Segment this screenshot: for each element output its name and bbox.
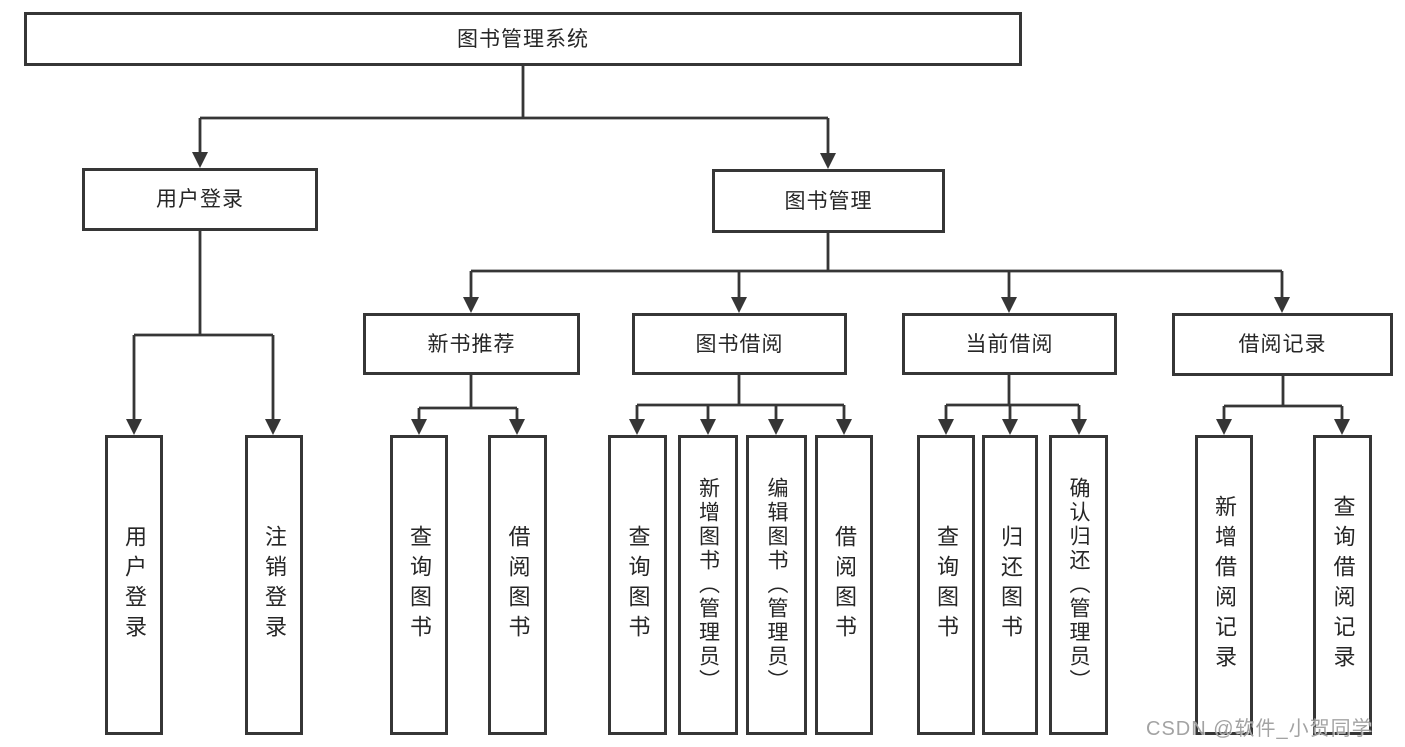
- node-book-management: 图书管理: [712, 169, 945, 233]
- leaf-user-login-label: 用户登录: [122, 525, 147, 645]
- node-new-book-recommend: 新书推荐: [363, 313, 580, 375]
- leaf-borrow-book-2-label: 借阅图书: [832, 525, 857, 645]
- leaf-add-book-admin-label: 新增图书（管理员）: [696, 477, 720, 693]
- leaf-query-book-3-label: 查询图书: [934, 525, 959, 645]
- leaf-query-book-2: 查询图书: [608, 435, 667, 735]
- leaf-user-login: 用户登录: [105, 435, 163, 735]
- root-node-label: 图书管理系统: [457, 27, 589, 51]
- node-new-book-recommend-label: 新书推荐: [427, 332, 516, 356]
- node-book-management-label: 图书管理: [784, 189, 873, 213]
- leaf-borrow-book-1: 借阅图书: [488, 435, 547, 735]
- leaf-edit-book-admin: 编辑图书（管理员）: [746, 435, 807, 735]
- connector-path: [132, 66, 1344, 420]
- leaf-query-book-2-label: 查询图书: [625, 525, 651, 645]
- leaf-query-borrow-record: 查询借阅记录: [1313, 435, 1372, 735]
- leaf-add-borrow-record: 新增借阅记录: [1195, 435, 1253, 735]
- node-current-borrow: 当前借阅: [902, 313, 1117, 375]
- node-user-login-label: 用户登录: [156, 188, 244, 211]
- leaf-logout-label: 注销登录: [262, 525, 287, 645]
- node-borrow-record-label: 借阅记录: [1238, 333, 1327, 356]
- leaf-logout: 注销登录: [245, 435, 303, 735]
- leaf-return-book: 归还图书: [982, 435, 1038, 735]
- node-borrow-record: 借阅记录: [1172, 313, 1393, 376]
- root-node-library-system: 图书管理系统: [24, 12, 1022, 66]
- leaf-query-borrow-record-label: 查询借阅记录: [1330, 495, 1356, 675]
- leaf-add-book-admin: 新增图书（管理员）: [678, 435, 738, 735]
- node-book-borrow-label: 图书借阅: [695, 332, 784, 356]
- leaf-confirm-return-admin-label: 确认归还（管理员）: [1067, 477, 1090, 693]
- leaf-query-book-3: 查询图书: [917, 435, 975, 735]
- leaf-borrow-book-2: 借阅图书: [815, 435, 873, 735]
- leaf-return-book-label: 归还图书: [998, 525, 1023, 645]
- node-book-borrow: 图书借阅: [632, 313, 847, 375]
- leaf-add-borrow-record-label: 新增借阅记录: [1212, 495, 1237, 675]
- leaf-borrow-book-1-label: 借阅图书: [505, 525, 531, 645]
- leaf-confirm-return-admin: 确认归还（管理员）: [1049, 435, 1108, 735]
- csdn-watermark: CSDN @软件_小贺同学: [1146, 718, 1373, 740]
- node-current-borrow-label: 当前借阅: [965, 332, 1054, 356]
- leaf-query-book-1: 查询图书: [390, 435, 448, 735]
- leaf-edit-book-admin-label: 编辑图书（管理员）: [765, 477, 788, 693]
- leaf-query-book-1-label: 查询图书: [407, 525, 432, 645]
- node-user-login: 用户登录: [82, 168, 318, 231]
